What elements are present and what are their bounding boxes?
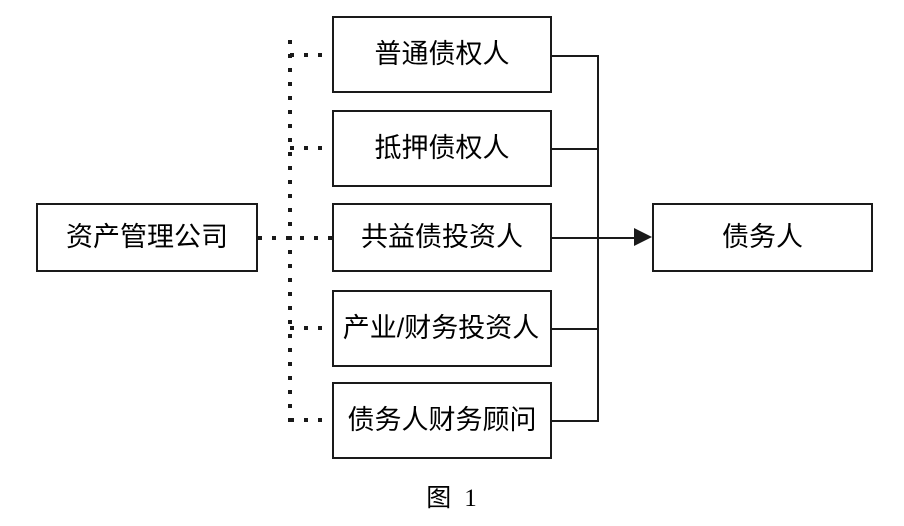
node-mortgage-creditor[interactable]: 抵押债权人 [332,110,552,187]
dotted-branch-mortgage-creditor [290,146,334,150]
node-label: 债务人财务顾问 [347,405,537,435]
dotted-branch-industry-finance-investor [290,326,334,330]
solid-arrow-line-to-debtor [552,237,642,239]
node-debtor[interactable]: 债务人 [652,203,873,272]
caption-prefix: 图 [426,485,453,512]
node-label: 共益债投资人 [361,222,523,252]
solid-stub-debtor-financial-advisor [552,420,599,422]
arrow-head-icon [634,228,652,246]
solid-stub-mortgage-creditor [552,148,599,150]
solid-stub-industry-finance-investor [552,328,599,330]
node-ordinary-creditor[interactable]: 普通债权人 [332,16,552,93]
dotted-branch-ordinary-creditor [290,53,334,57]
solid-stub-ordinary-creditor [552,55,599,57]
caption-number: 1 [464,485,478,512]
node-asset-management-company[interactable]: 资产管理公司 [36,203,258,272]
node-common-benefit-investor[interactable]: 共益债投资人 [332,203,552,272]
node-industry-finance-investor[interactable]: 产业/财务投资人 [332,290,552,367]
dotted-branch-common-benefit-investor [258,236,334,240]
node-label: 抵押债权人 [374,133,510,163]
node-label: 资产管理公司 [66,222,228,252]
node-debtor-financial-advisor[interactable]: 债务人财务顾问 [332,382,552,459]
dotted-vertical-spine [288,40,292,422]
node-label: 债务人 [722,222,803,252]
dotted-branch-debtor-financial-advisor [290,418,334,422]
node-label: 产业/财务投资人 [342,313,540,343]
node-label: 普通债权人 [374,39,510,69]
